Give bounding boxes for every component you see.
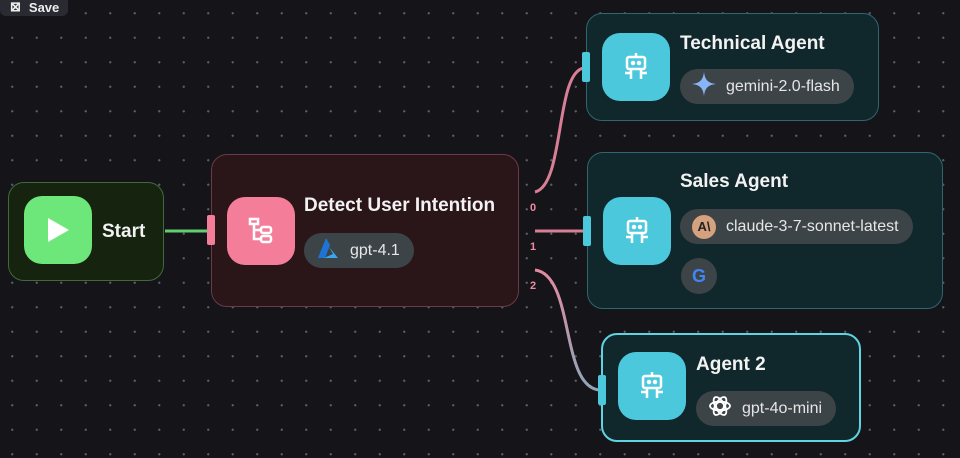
play-icon bbox=[24, 196, 92, 264]
google-icon: G bbox=[691, 265, 706, 286]
node-title: Agent 2 bbox=[696, 354, 766, 375]
model-badge[interactable]: gpt-4o-mini bbox=[696, 391, 837, 426]
output-label-1: 1 bbox=[530, 241, 537, 253]
model-badge[interactable]: A\ claude-3-7-sonnet-latest bbox=[680, 209, 913, 244]
robot-icon bbox=[602, 33, 670, 101]
save-button[interactable]: ⊠ Save bbox=[0, 0, 68, 16]
edge-router-technical bbox=[534, 66, 585, 194]
node-title: Start bbox=[102, 221, 146, 242]
technical-input-handle[interactable] bbox=[582, 52, 590, 82]
anthropic-icon: A\ bbox=[692, 214, 716, 239]
agent2-input-handle[interactable] bbox=[598, 375, 606, 405]
node-title: Sales Agent bbox=[680, 171, 789, 192]
output-label-0: 0 bbox=[530, 202, 537, 214]
openai-icon bbox=[708, 394, 732, 423]
sales-agent-node[interactable]: Sales Agent A\ claude-3-7-sonnet-latest … bbox=[587, 152, 943, 309]
start-node[interactable]: Start bbox=[8, 182, 164, 281]
output-label-2: 2 bbox=[530, 280, 537, 292]
robot-icon bbox=[618, 352, 686, 420]
model-badge[interactable]: gemini-2.0-flash bbox=[680, 69, 854, 104]
edge-router-agent2 bbox=[534, 268, 601, 392]
google-badge[interactable]: G bbox=[681, 258, 717, 294]
save-icon: ⊠ bbox=[10, 0, 21, 14]
gemini-icon bbox=[692, 72, 716, 101]
node-title: Detect User Intention bbox=[304, 195, 496, 216]
router-node[interactable]: Detect User Intention gpt-4.1 bbox=[211, 154, 519, 307]
robot-icon bbox=[603, 197, 671, 265]
branch-icon bbox=[227, 197, 295, 265]
sales-input-handle[interactable] bbox=[583, 216, 591, 246]
model-badge[interactable]: gpt-4.1 bbox=[304, 233, 414, 268]
agent2-node[interactable]: Agent 2 gpt-4o-mini bbox=[601, 333, 861, 442]
node-title: Technical Agent bbox=[680, 33, 825, 54]
azure-icon bbox=[316, 237, 340, 264]
router-input-handle[interactable] bbox=[207, 215, 215, 245]
technical-agent-node[interactable]: Technical Agent gemini-2.0-flash bbox=[586, 13, 879, 121]
